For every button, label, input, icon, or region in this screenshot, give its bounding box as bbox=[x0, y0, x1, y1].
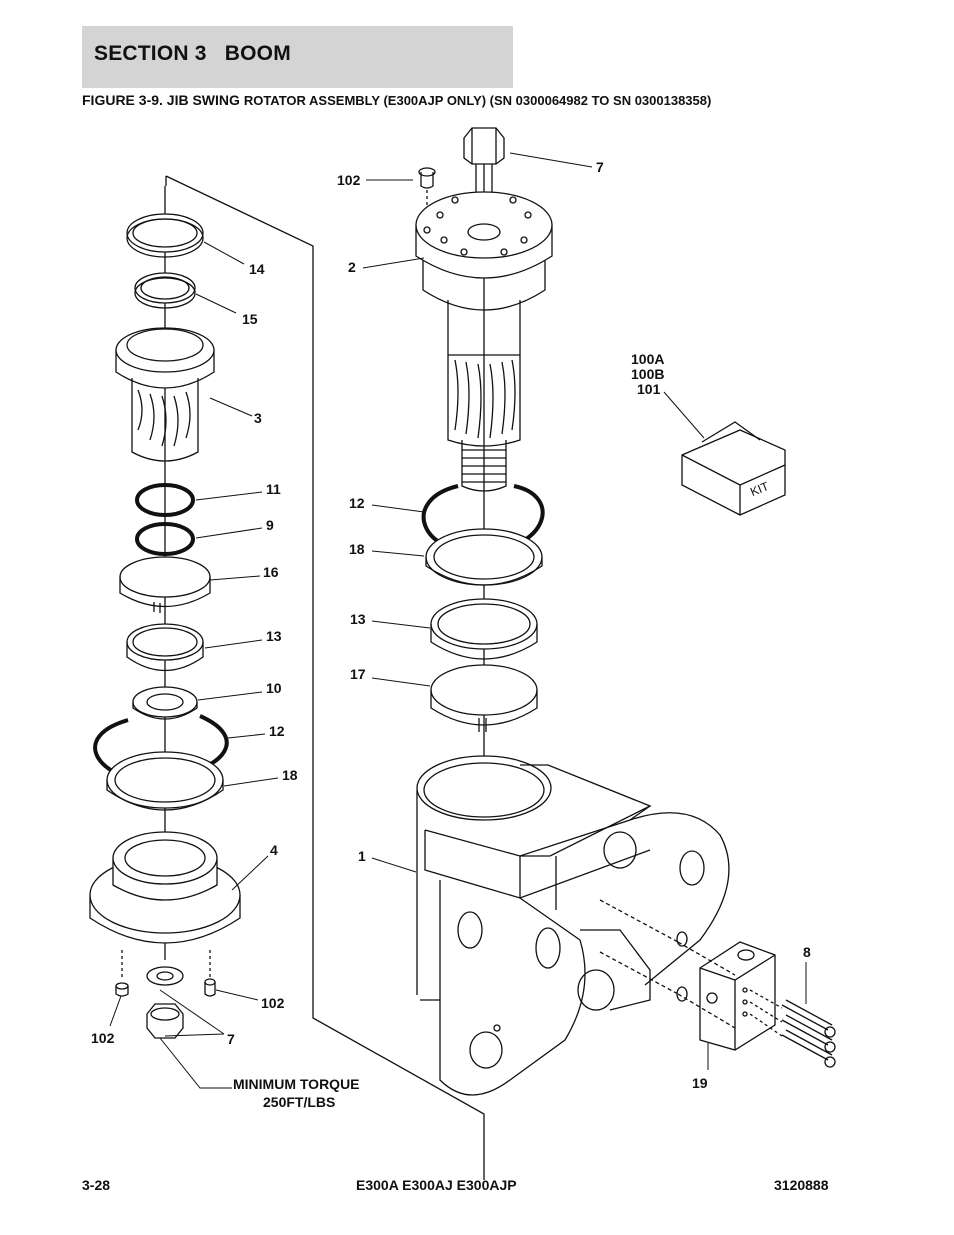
callout-13-right: 13 bbox=[350, 611, 366, 627]
part-ring-18-right bbox=[425, 528, 543, 586]
callout-102-right: 102 bbox=[261, 995, 285, 1011]
callout-19: 19 bbox=[692, 1075, 708, 1091]
callout-3: 3 bbox=[254, 410, 262, 426]
part-ring-15 bbox=[134, 272, 196, 309]
callout-10: 10 bbox=[266, 680, 282, 696]
part-shaft-2 bbox=[415, 191, 553, 492]
callout-1: 1 bbox=[358, 848, 366, 864]
part-screw-102-right bbox=[204, 950, 216, 997]
kit-label: KIT bbox=[748, 479, 771, 499]
callout-4: 4 bbox=[270, 842, 278, 858]
callout-7-bottom: 7 bbox=[227, 1031, 235, 1047]
callout-8: 8 bbox=[803, 944, 811, 960]
callout-102-left: 102 bbox=[91, 1030, 115, 1046]
callout-17: 17 bbox=[350, 666, 366, 682]
leader-lines bbox=[109, 152, 807, 1089]
part-ring-17 bbox=[430, 664, 538, 732]
part-housing-1 bbox=[416, 755, 730, 1096]
section-title: SECTION 3 BOOM bbox=[94, 42, 291, 65]
figure-title: FIGURE 3-9. JIB SWING ROTATOR ASSEMBLY (… bbox=[82, 92, 711, 108]
part-screw-102-left bbox=[115, 950, 129, 997]
part-ring-14 bbox=[126, 213, 204, 258]
diagram-linework bbox=[89, 127, 836, 1180]
part-ring-18-left bbox=[106, 751, 224, 811]
callout-labels: 7 102 2 14 15 3 100A 100B 101 11 9 16 13… bbox=[91, 159, 811, 1110]
part-ring-16 bbox=[119, 556, 211, 613]
callout-7-top: 7 bbox=[596, 159, 604, 175]
callout-18-right: 18 bbox=[349, 541, 365, 557]
callout-2: 2 bbox=[348, 259, 356, 275]
section-header: SECTION 3 BOOM bbox=[82, 26, 513, 88]
part-washer-nut-7-bottom bbox=[146, 966, 184, 1039]
callout-102-top: 102 bbox=[337, 172, 361, 188]
panel-outline bbox=[165, 175, 485, 1180]
kit-box-icon bbox=[681, 421, 786, 516]
part-block-19 bbox=[599, 899, 776, 1051]
callout-18-left: 18 bbox=[282, 767, 298, 783]
footer-page-number: 3-28 bbox=[82, 1177, 111, 1193]
callout-100b: 100B bbox=[631, 366, 664, 382]
part-oring-11 bbox=[135, 483, 195, 517]
callout-12-left: 12 bbox=[269, 723, 285, 739]
part-ring-13-right bbox=[430, 598, 538, 660]
torque-note-line1: MINIMUM TORQUE bbox=[233, 1076, 360, 1092]
callout-13-left: 13 bbox=[266, 628, 282, 644]
part-bushing-3 bbox=[115, 327, 215, 462]
callout-16: 16 bbox=[263, 564, 279, 580]
callout-9: 9 bbox=[266, 517, 274, 533]
callout-15: 15 bbox=[242, 311, 258, 327]
part-bolts-8 bbox=[749, 989, 836, 1068]
part-flange-4 bbox=[89, 831, 241, 944]
footer-models: E300A E300AJ E300AJP bbox=[356, 1177, 517, 1193]
callout-101: 101 bbox=[637, 381, 661, 397]
figure-title-main: FIGURE 3-9. JIB SWING bbox=[82, 92, 244, 108]
figure-title-sub: ROTATOR ASSEMBLY (E300AJP ONLY) (SN 0300… bbox=[243, 93, 712, 108]
callout-14: 14 bbox=[249, 261, 265, 277]
part-washer-10 bbox=[132, 686, 198, 720]
part-ring-13-left bbox=[126, 623, 204, 672]
callout-11: 11 bbox=[266, 481, 281, 497]
footer-doc-number: 3120888 bbox=[774, 1177, 829, 1193]
callout-100a: 100A bbox=[631, 351, 664, 367]
part-oring-9 bbox=[135, 522, 195, 556]
torque-note-line2: 250FT/LBS bbox=[263, 1094, 335, 1110]
callout-12-right: 12 bbox=[349, 495, 365, 511]
